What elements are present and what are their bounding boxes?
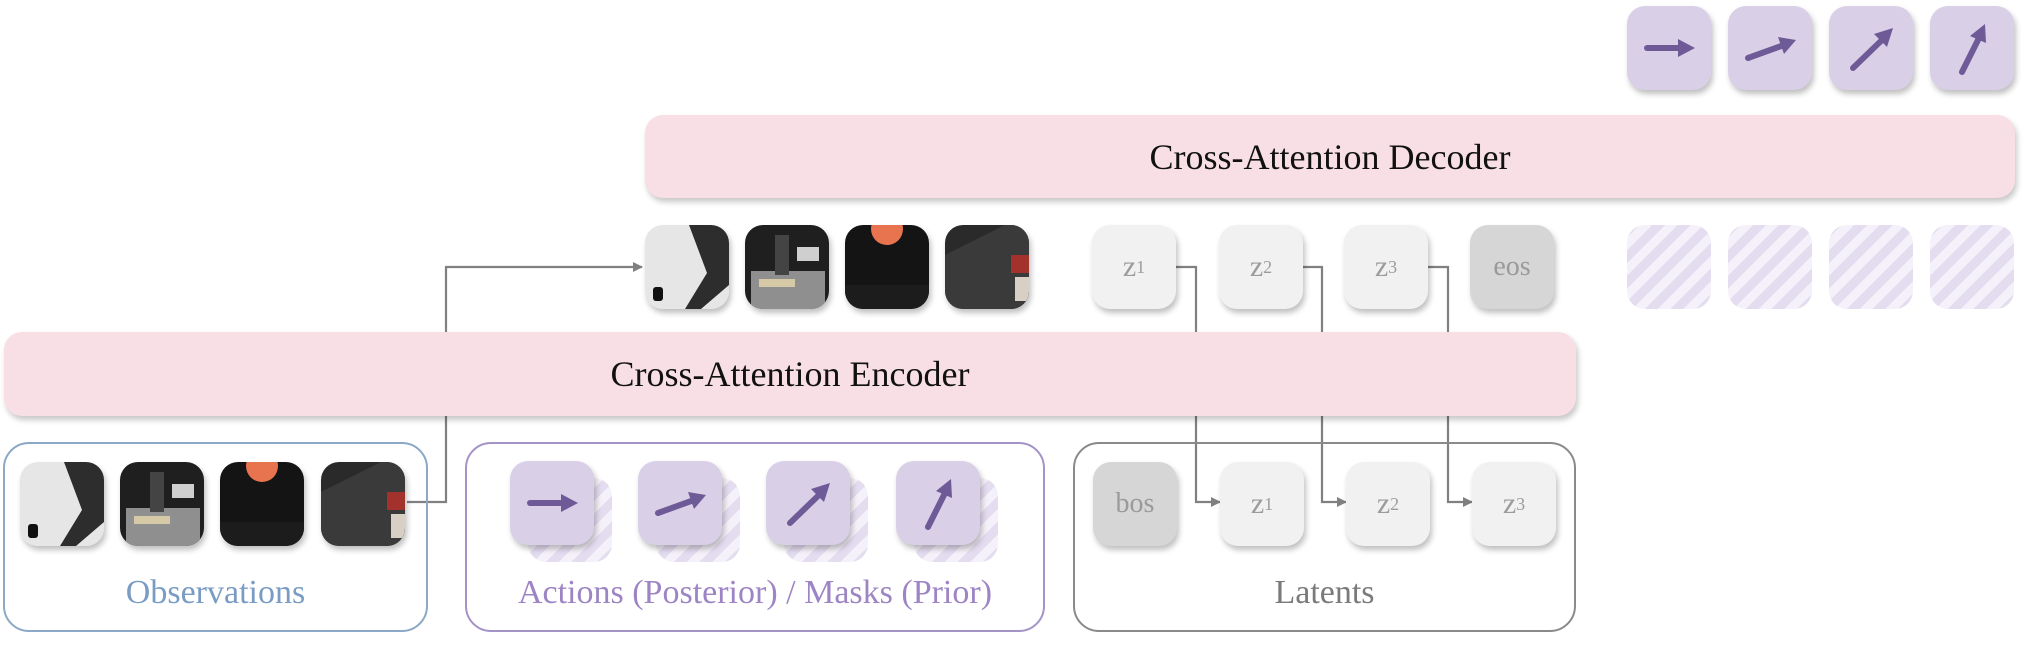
observations-label: Observations <box>125 574 306 611</box>
action-arrow-icon <box>896 461 980 545</box>
mask-query-hatched-icon <box>1728 225 1812 309</box>
mask-query-hatched-icon <box>1829 225 1913 309</box>
decoder-observation-thumbnail <box>745 225 829 309</box>
mask-query-hatched-icon <box>1627 225 1711 309</box>
mask-query-hatched-icon <box>1930 225 2014 309</box>
decoder-observation-thumbnail <box>945 225 1029 309</box>
output-action-arrow-icon <box>1627 6 1711 90</box>
bos-token: bos <box>1093 462 1177 546</box>
action-arrow-icon <box>510 461 594 545</box>
observation-thumbnail <box>120 462 204 546</box>
observation-thumbnail <box>321 462 405 546</box>
cross-attention-decoder: Cross-Attention Decoder <box>645 115 2015 198</box>
action-arrow-icon <box>766 461 850 545</box>
decoder-observation-thumbnail <box>645 225 729 309</box>
observation-thumbnail <box>220 462 304 546</box>
eos-token: eos <box>1470 225 1554 309</box>
decoder-label: Cross-Attention Decoder <box>1149 136 1511 177</box>
output-action-arrow-icon <box>1829 6 1913 90</box>
observations-group <box>3 442 428 632</box>
observation-thumbnail <box>20 462 104 546</box>
latents-group <box>1073 442 1576 632</box>
cross-attention-encoder: Cross-Attention Encoder <box>4 332 1576 416</box>
latents-label: Latents <box>1274 574 1375 611</box>
output-action-arrow-icon <box>1728 6 1812 90</box>
action-arrow-icon <box>638 461 722 545</box>
actions-label: Actions (Posterior) / Masks (Prior) <box>517 574 993 611</box>
decoder-observation-thumbnail <box>845 225 929 309</box>
output-action-arrow-icon <box>1930 6 2014 90</box>
encoder-label: Cross-Attention Encoder <box>610 354 970 394</box>
actions-group <box>465 442 1045 632</box>
